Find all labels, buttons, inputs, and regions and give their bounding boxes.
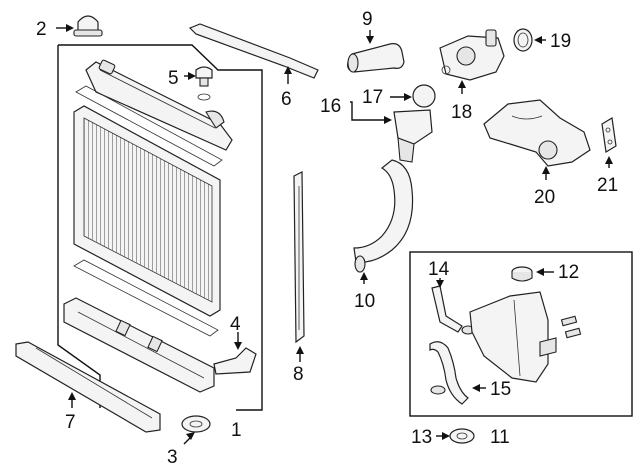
callout-12: 12 xyxy=(558,262,579,283)
callout-18: 18 xyxy=(451,102,472,123)
callout-20: 20 xyxy=(534,187,555,208)
gasket-21 xyxy=(601,117,617,168)
thermostat-16 xyxy=(350,101,433,163)
callout-6: 6 xyxy=(281,89,292,110)
grommet-3 xyxy=(181,415,211,445)
callout-13: 13 xyxy=(411,427,432,448)
o-ring-19 xyxy=(513,28,546,52)
callout-10: 10 xyxy=(354,291,375,312)
reservoir-tank xyxy=(469,291,582,383)
callout-7: 7 xyxy=(65,412,76,433)
callout-1: 1 xyxy=(231,420,242,441)
callout-2: 2 xyxy=(36,19,47,40)
callout-11: 11 xyxy=(490,427,510,448)
water-outlet-18 xyxy=(439,29,505,94)
callout-17: 17 xyxy=(362,87,383,108)
lower-outlet-4 xyxy=(213,332,257,375)
connector-pipe-9 xyxy=(347,30,405,73)
water-inlet-20 xyxy=(483,99,591,180)
callout-4: 4 xyxy=(230,314,241,335)
gasket-17 xyxy=(390,84,436,108)
lower-seal-7 xyxy=(15,341,161,433)
upper-seal-strip-6 xyxy=(188,23,319,84)
radiator-cap-2 xyxy=(56,15,103,37)
lower-gasket xyxy=(73,259,219,337)
upper-gasket xyxy=(75,85,223,167)
grommet-13 xyxy=(436,428,475,444)
callout-21: 21 xyxy=(597,175,618,196)
radiator-hose-10 xyxy=(353,159,414,284)
side-seal-8 xyxy=(293,171,305,362)
callout-5: 5 xyxy=(168,68,179,89)
callout-16: 16 xyxy=(320,96,341,117)
callout-9: 9 xyxy=(362,9,373,30)
reservoir-cap-12 xyxy=(511,266,554,282)
lower-tank xyxy=(63,297,215,393)
callout-14: 14 xyxy=(428,259,450,280)
radiator-core xyxy=(73,105,221,317)
overflow-hose-14 xyxy=(431,278,475,335)
reservoir-hose-15 xyxy=(429,341,486,405)
reservoir-group-box xyxy=(409,251,633,417)
callout-19: 19 xyxy=(550,31,571,52)
callout-8: 8 xyxy=(293,364,304,385)
upper-tank xyxy=(85,59,233,151)
callout-3: 3 xyxy=(167,447,178,468)
callout-15: 15 xyxy=(490,379,511,400)
drain-plug-5 xyxy=(184,66,213,101)
